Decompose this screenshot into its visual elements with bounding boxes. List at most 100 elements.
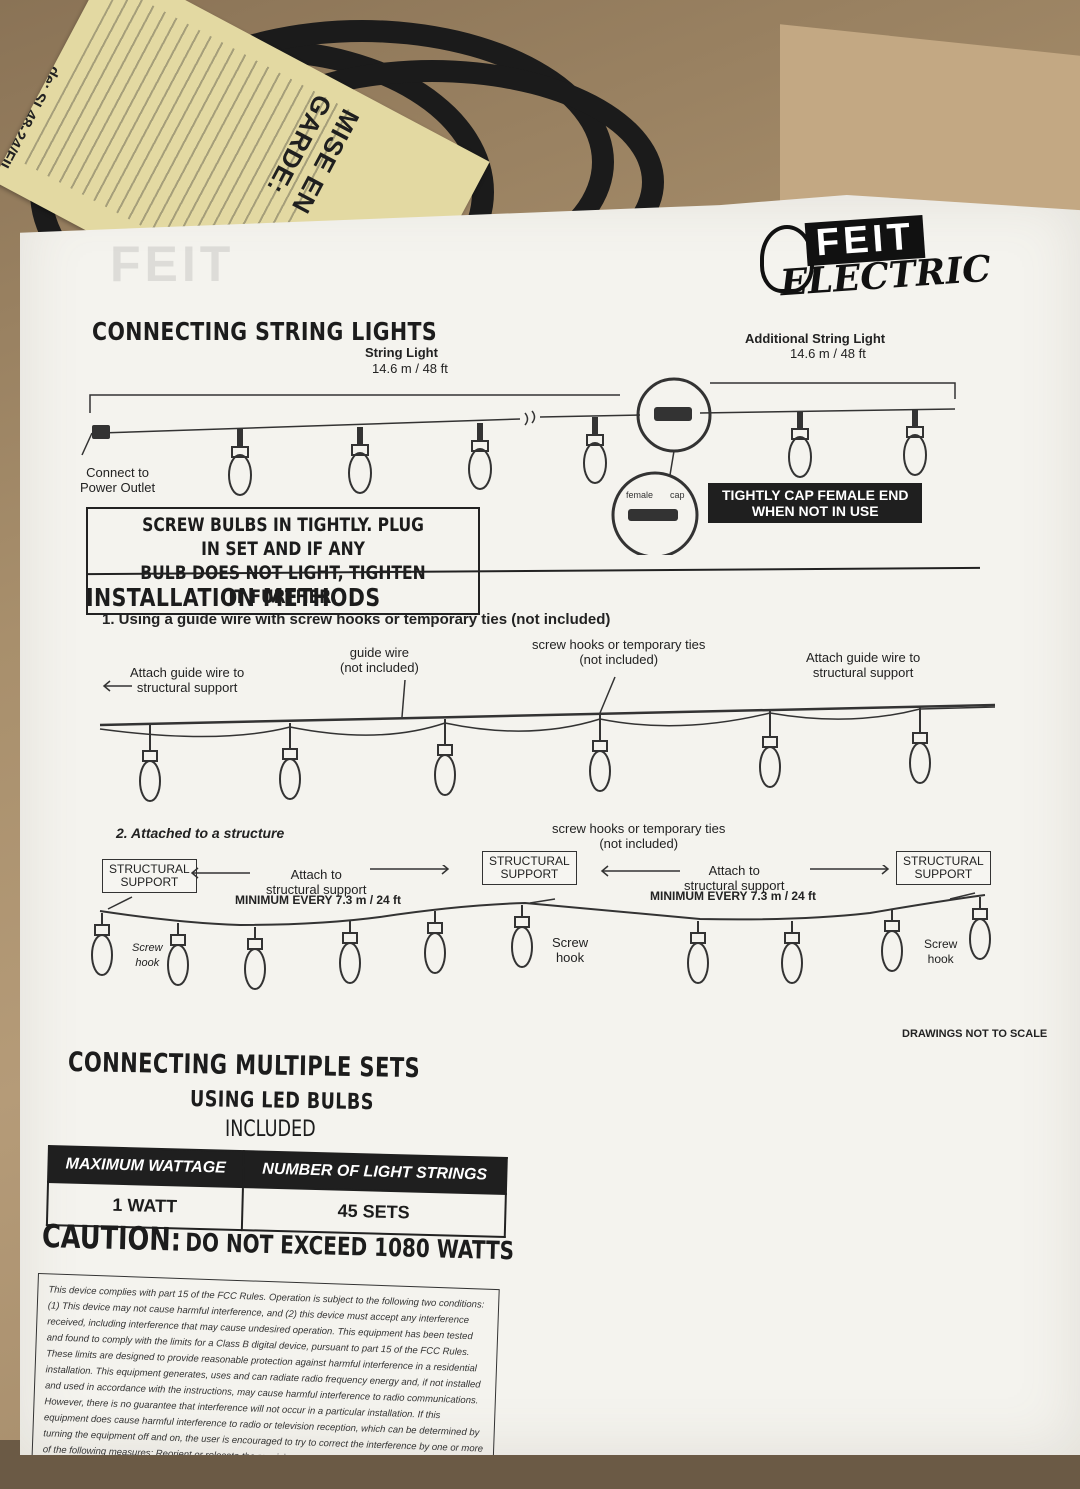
cap-note-line1: TIGHTLY CAP FEMALE END: [722, 487, 909, 503]
bulb-icon: [139, 725, 161, 802]
bulbs-row-2: [139, 707, 931, 802]
bulb-icon: [424, 911, 446, 974]
span-arrow-left-end-head: [441, 865, 450, 875]
cord-line: [539, 414, 641, 418]
cap-note-line2: WHEN NOT IN USE: [751, 503, 879, 519]
instruction-sheet: FEIT FEIT ELECTRIC CONNECTING STRING LIG…: [20, 195, 1080, 1455]
bulb-icon: [903, 409, 927, 476]
connecting-heading: CONNECTING STRING LIGHTS: [92, 317, 438, 346]
span-arrow-right-end-head: [881, 865, 890, 875]
led-subheading: USING LED BULBS: [189, 1087, 375, 1116]
bulb-icon: [339, 921, 361, 984]
attach-guide-left-line1: Attach guide wire to: [130, 665, 245, 680]
structural-support-left: STRUCTURAL SUPPORT: [102, 859, 197, 893]
bulb-icon: [167, 923, 189, 986]
screw-mid-line2: hook: [555, 950, 585, 965]
structural-support-right: STRUCTURAL SUPPORT: [896, 851, 991, 885]
method1-label: 1. Using a guide wire with screw hooks o…: [102, 611, 611, 628]
bulb-icon: [881, 909, 903, 972]
struct-mid-line2: SUPPORT: [500, 867, 559, 881]
hooks2-line1: screw hooks or temporary ties: [552, 821, 726, 836]
minimum-left: MINIMUM EVERY 7.3 m / 24 ft: [235, 893, 402, 907]
span-arrow-left-head: [190, 867, 199, 879]
hooks2-line2: (not included): [599, 836, 679, 851]
additional-label: Additional String Light: [745, 331, 886, 346]
attach-left-line2: structural support: [266, 882, 367, 897]
fcc-statement: This device complies with part 15 of the…: [31, 1273, 500, 1455]
minimum-right: MINIMUM EVERY 7.3 m / 24 ft: [650, 889, 817, 903]
caution-text: DO NOT EXCEED 1080 WATTS: [184, 1227, 515, 1266]
included-subheading: INCLUDED: [225, 1117, 316, 1142]
connect-to-label: Connect to Power Outlet: [80, 465, 155, 495]
bulb-icon: [511, 905, 533, 968]
span-arrow-right-head: [600, 865, 609, 877]
photo-scene: MISE EN GARDE: de: SL48-24/FIL FEIT FEIT…: [0, 0, 1080, 1455]
bulb-icon: [434, 719, 456, 796]
bulb-icon: [909, 707, 931, 784]
method2-label: 2. Attached to a structure: [116, 825, 285, 841]
connector-icon: [654, 407, 692, 421]
hooks-label: screw hooks or temporary ties (not inclu…: [532, 637, 705, 667]
cord-line: [99, 418, 521, 434]
screw-left-line1: Screw: [132, 942, 163, 954]
bulbs-row-3: [91, 897, 991, 990]
attach-guide-right-line2: structural support: [812, 665, 914, 680]
female-label: female: [626, 490, 654, 500]
screw-hook-left: Screw hook: [132, 941, 163, 971]
screw-note-line1: SCREW BULBS IN TIGHTLY. PLUG IN SET AND …: [142, 514, 424, 560]
structural-support-middle: STRUCTURAL SUPPORT: [482, 851, 577, 885]
guide-wire-label: guide wire (not included): [340, 645, 419, 675]
bulb-icon: [228, 429, 252, 496]
screw-right-line1: Screw: [924, 937, 958, 951]
attach-left-line1: Attach to: [290, 867, 342, 882]
screw-hook-mid: Screw hook: [552, 935, 588, 965]
string-cord: [99, 706, 996, 738]
hooks-line2: (not included): [579, 652, 659, 667]
connect-to-line1: Connect to: [86, 465, 150, 480]
screw-mid-line1: Screw: [552, 935, 589, 950]
hooks-line1: screw hooks or temporary ties: [532, 637, 706, 652]
attach-guide-left: Attach guide wire to structural support: [130, 665, 244, 695]
hook-pointer-right: [949, 892, 976, 900]
string-light-label: String Light: [365, 345, 438, 360]
cap-zoom-circle: [611, 471, 699, 555]
bulb-icon: [589, 715, 611, 792]
installation-heading: INSTALLATION METHODS: [86, 583, 381, 612]
break-mark: [524, 410, 536, 426]
arrow-left-head: [102, 680, 111, 692]
drawings-not-to-scale: DRAWINGS NOT TO SCALE: [902, 1028, 1048, 1040]
struct-left-line1: STRUCTURAL: [109, 862, 190, 876]
hook-pointer-mid: [529, 898, 556, 904]
bulb-icon: [468, 423, 492, 490]
bulb-icon: [759, 711, 781, 788]
dimension-bracket-additional: [710, 382, 956, 399]
struct-mid-line1: STRUCTURAL: [489, 854, 570, 868]
bulb-icon: [348, 427, 372, 494]
guide-wire-line1: guide wire: [349, 645, 410, 660]
screw-hook-right: Screw hook: [924, 937, 957, 967]
guide-wire-line2: (not included): [340, 660, 419, 675]
attach-guide-right: Attach guide wire to structural support: [806, 650, 920, 680]
bulb-icon: [788, 411, 812, 478]
attach-right-line2: structural support: [684, 878, 785, 893]
attach-guide-right-line1: Attach guide wire to: [806, 650, 921, 665]
string-cord-2: [99, 894, 986, 927]
attach-to-right: Attach to structural support: [684, 863, 784, 893]
bulb-icon: [279, 723, 301, 800]
zoom-leader: [669, 450, 675, 476]
screw-right-line2: hook: [927, 952, 954, 966]
attach-to-left: Attach to structural support: [266, 867, 366, 897]
struct-right-line1: STRUCTURAL: [903, 854, 984, 868]
multiple-heading: CONNECTING MULTIPLE SETS: [67, 1047, 421, 1085]
col-max-wattage: MAXIMUM WATTAGE: [48, 1146, 244, 1188]
plug-wire: [81, 432, 93, 456]
guide-wire-pointer: [401, 679, 406, 718]
struct-left-line2: SUPPORT: [120, 875, 179, 889]
bulb-icon: [687, 921, 709, 984]
cap-female-note: TIGHTLY CAP FEMALE END WHEN NOT IN USE: [708, 483, 923, 523]
bulb-icon: [583, 417, 607, 484]
screw-bulbs-note: SCREW BULBS IN TIGHTLY. PLUG IN SET AND …: [86, 507, 480, 615]
hook-pointer-left: [107, 896, 133, 910]
attach-guide-left-line2: structural support: [136, 680, 238, 695]
caution-label: CAUTION:: [41, 1217, 182, 1259]
